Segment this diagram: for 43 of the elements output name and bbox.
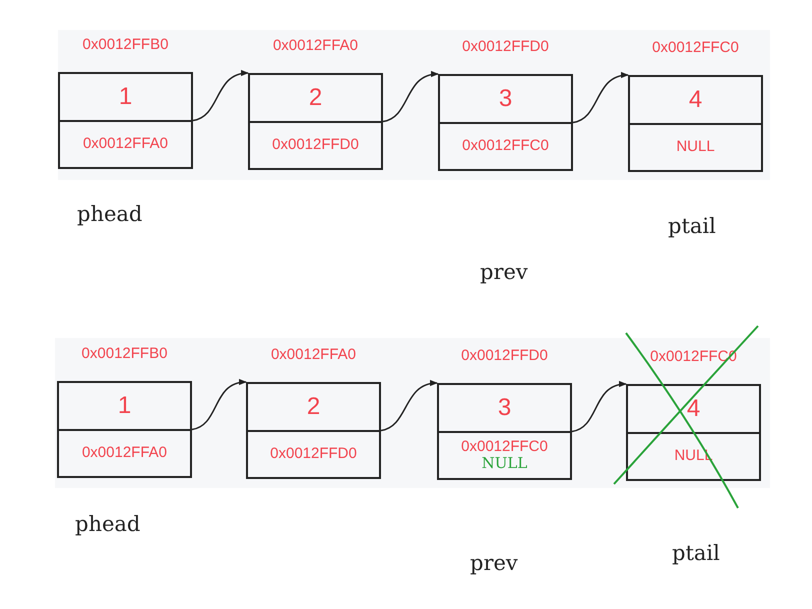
pointer-label: prev: [470, 551, 518, 575]
list-node: [628, 75, 763, 172]
address-label: 0x0012FFD0: [461, 347, 548, 364]
list-node: [58, 72, 193, 169]
address-label: 0x0012FFA0: [270, 346, 356, 363]
node-value: 2: [308, 86, 322, 110]
arrow: [192, 380, 247, 430]
arrow: [192, 70, 249, 122]
arrow: [380, 380, 438, 432]
arrow: [572, 382, 627, 432]
list-node: [57, 381, 192, 478]
arrow: [382, 72, 439, 122]
node-value: 3: [498, 86, 512, 111]
arrow: [572, 72, 629, 124]
pointer-label: ptail: [668, 214, 716, 238]
list-node: [438, 74, 573, 171]
overwrite-note: NULL: [482, 455, 528, 472]
address-label: 0x0012FFA0: [272, 37, 358, 54]
node-value: 2: [306, 394, 320, 419]
next-pointer: 0x0012FFC0: [462, 138, 549, 154]
list-node: [248, 73, 383, 170]
next-pointer: 0x0012FFD0: [270, 446, 357, 462]
next-pointer: 0x0012FFD0: [272, 137, 359, 154]
node-value: 4: [686, 396, 700, 421]
pointer-label: phead: [75, 512, 140, 536]
next-pointer: 0x0012FFC0: [461, 438, 548, 456]
list-node: [437, 383, 572, 480]
address-label: 0x0012FFB0: [82, 36, 168, 53]
node-value: 1: [118, 84, 132, 109]
address-label: 0x0012FFB0: [82, 345, 168, 362]
pointer-label: ptail: [672, 541, 720, 565]
node-value: 4: [688, 88, 702, 112]
next-pointer: 0x0012FFA0: [82, 445, 168, 462]
address-label: 0x0012FFD0: [462, 38, 549, 55]
node-value: 3: [498, 396, 512, 420]
address-label: 0x0012FFC0: [652, 39, 739, 56]
pointer-label: phead: [77, 202, 142, 226]
list-node: [626, 384, 761, 481]
next-pointer: NULL: [676, 139, 715, 156]
node-value: 1: [118, 394, 132, 418]
pointer-label: prev: [480, 260, 528, 284]
list-node: [246, 382, 381, 479]
next-pointer: 0x0012FFA0: [82, 136, 168, 152]
